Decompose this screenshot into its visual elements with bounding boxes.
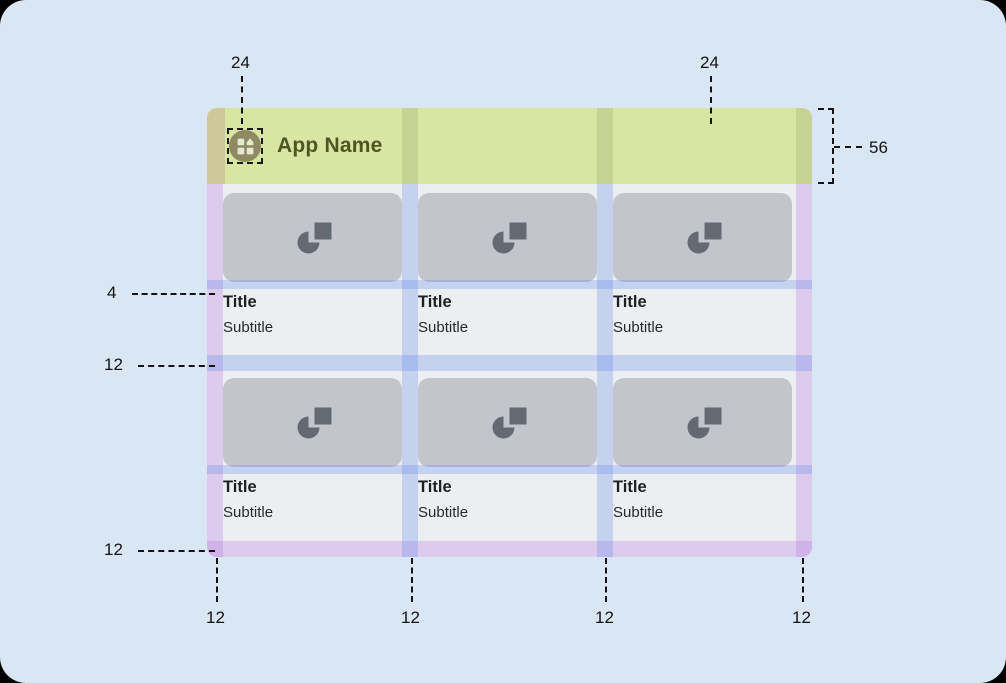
card-subtitle: Subtitle (418, 503, 469, 521)
annotation-bottom-12-gutter-2: 12 (595, 608, 614, 627)
card-title: Title (613, 478, 647, 496)
image-placeholder-glyph (297, 222, 331, 253)
card-title: Title (223, 293, 257, 311)
card-subtitle: Subtitle (613, 318, 664, 336)
annotation-bottom-12-left-pad: 12 (206, 608, 225, 627)
image-placeholder-glyph (687, 222, 721, 253)
app-grid-logo-icon[interactable] (229, 130, 261, 162)
image-placeholder-icon (613, 378, 792, 467)
card-title: Title (418, 293, 452, 311)
annotation-bottom-12-gutter-1: 12 (401, 608, 420, 627)
image-placeholder-glyph (687, 407, 721, 438)
image-placeholder-glyph (297, 407, 331, 438)
annotation-left-12-rowgap: 12 (104, 355, 123, 374)
image-placeholder-glyph (492, 407, 526, 438)
image-placeholder-icon (223, 193, 402, 282)
bracket-appbar-height (818, 108, 834, 184)
card-subtitle: Subtitle (613, 503, 664, 521)
card-title: Title (223, 478, 257, 496)
image-placeholder-icon (613, 193, 792, 282)
leader-bottom-12-right-pad (802, 558, 804, 602)
leader-top-24-search (710, 76, 712, 124)
measure-box-logo-inset (227, 128, 263, 164)
annotation-bottom-12-right-pad: 12 (792, 608, 811, 627)
leader-left-4 (132, 293, 215, 295)
annotation-left-12-bottom: 12 (104, 540, 123, 559)
annotation-top-24-search: 24 (700, 53, 719, 72)
page-title: App Name (277, 134, 383, 157)
annotation-right-56: 56 (869, 138, 888, 157)
image-placeholder-glyph (492, 222, 526, 253)
app-bar-leading-padding (207, 108, 225, 184)
leader-top-24-logo (241, 76, 243, 124)
leader-appbar-height (834, 146, 862, 148)
leader-bottom-12-gutter-2 (605, 558, 607, 602)
card-title: Title (418, 478, 452, 496)
app-bar: App Name (207, 108, 812, 184)
card-subtitle: Subtitle (223, 503, 274, 521)
leader-left-12-rowgap (138, 365, 215, 367)
image-placeholder-icon (418, 193, 597, 282)
annotation-top-24-logo: 24 (231, 53, 250, 72)
leader-bottom-12-gutter-1 (411, 558, 413, 602)
image-placeholder-icon (418, 378, 597, 467)
app-grid-logo-glyph (237, 137, 254, 154)
card-title: Title (613, 293, 647, 311)
card-subtitle: Subtitle (418, 318, 469, 336)
annotation-left-4: 4 (107, 283, 117, 302)
leader-bottom-12-left-pad (216, 558, 218, 602)
image-placeholder-icon (223, 378, 402, 467)
leader-left-12-bottom (138, 550, 215, 552)
card-subtitle: Subtitle (223, 318, 274, 336)
